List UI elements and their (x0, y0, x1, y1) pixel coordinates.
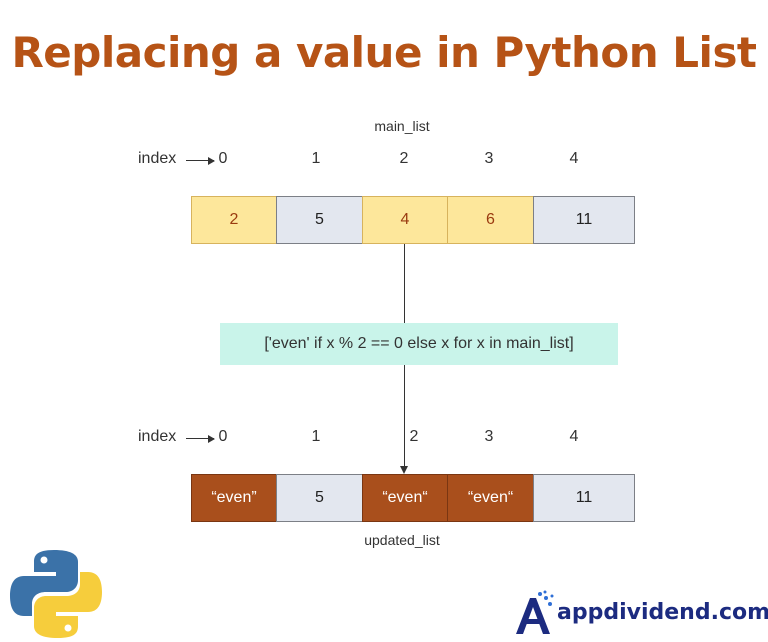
connector-line (404, 244, 405, 323)
brand-name[interactable]: appdividend.com (557, 600, 768, 625)
index-number: 4 (569, 428, 579, 445)
python-logo-icon (10, 550, 102, 638)
list-cell: “even” (191, 474, 277, 522)
page-title: Replacing a value in Python List (11, 28, 757, 77)
arrow-head (400, 466, 408, 474)
index-number: 1 (311, 428, 321, 445)
appdividend-logo-icon (516, 590, 554, 634)
index-number: 0 (218, 150, 228, 167)
index-number: 4 (569, 150, 579, 167)
list-cell: 11 (533, 474, 635, 522)
main-list-caption: main_list (374, 118, 430, 134)
updated-index-row: index 0 1 2 3 4 (138, 428, 598, 450)
list-cell: 11 (533, 196, 635, 244)
list-cell: “even“ (447, 474, 534, 522)
index-arrow (186, 157, 215, 165)
index-number: 0 (218, 428, 228, 445)
connector-line (404, 365, 405, 467)
list-cell: 4 (362, 196, 448, 244)
list-cell: 5 (276, 196, 363, 244)
list-comprehension-expression: ['even' if x % 2 == 0 else x for x in ma… (220, 323, 618, 365)
index-label: index (138, 150, 177, 167)
list-cell: “even“ (362, 474, 448, 522)
index-number: 2 (399, 150, 409, 167)
list-cell: 5 (276, 474, 363, 522)
main-index-row: index 0 1 2 3 4 (138, 150, 598, 172)
index-number: 2 (409, 428, 419, 445)
updated-list-caption: updated_list (364, 532, 440, 548)
list-cell: 6 (447, 196, 534, 244)
index-number: 3 (484, 428, 494, 445)
index-number: 3 (484, 150, 494, 167)
list-cell: 2 (191, 196, 277, 244)
main-list: 2 5 4 6 11 (191, 196, 635, 244)
updated-list: “even” 5 “even“ “even“ 11 (191, 474, 635, 522)
index-number: 1 (311, 150, 321, 167)
index-arrow (186, 435, 215, 443)
index-label: index (138, 428, 177, 445)
